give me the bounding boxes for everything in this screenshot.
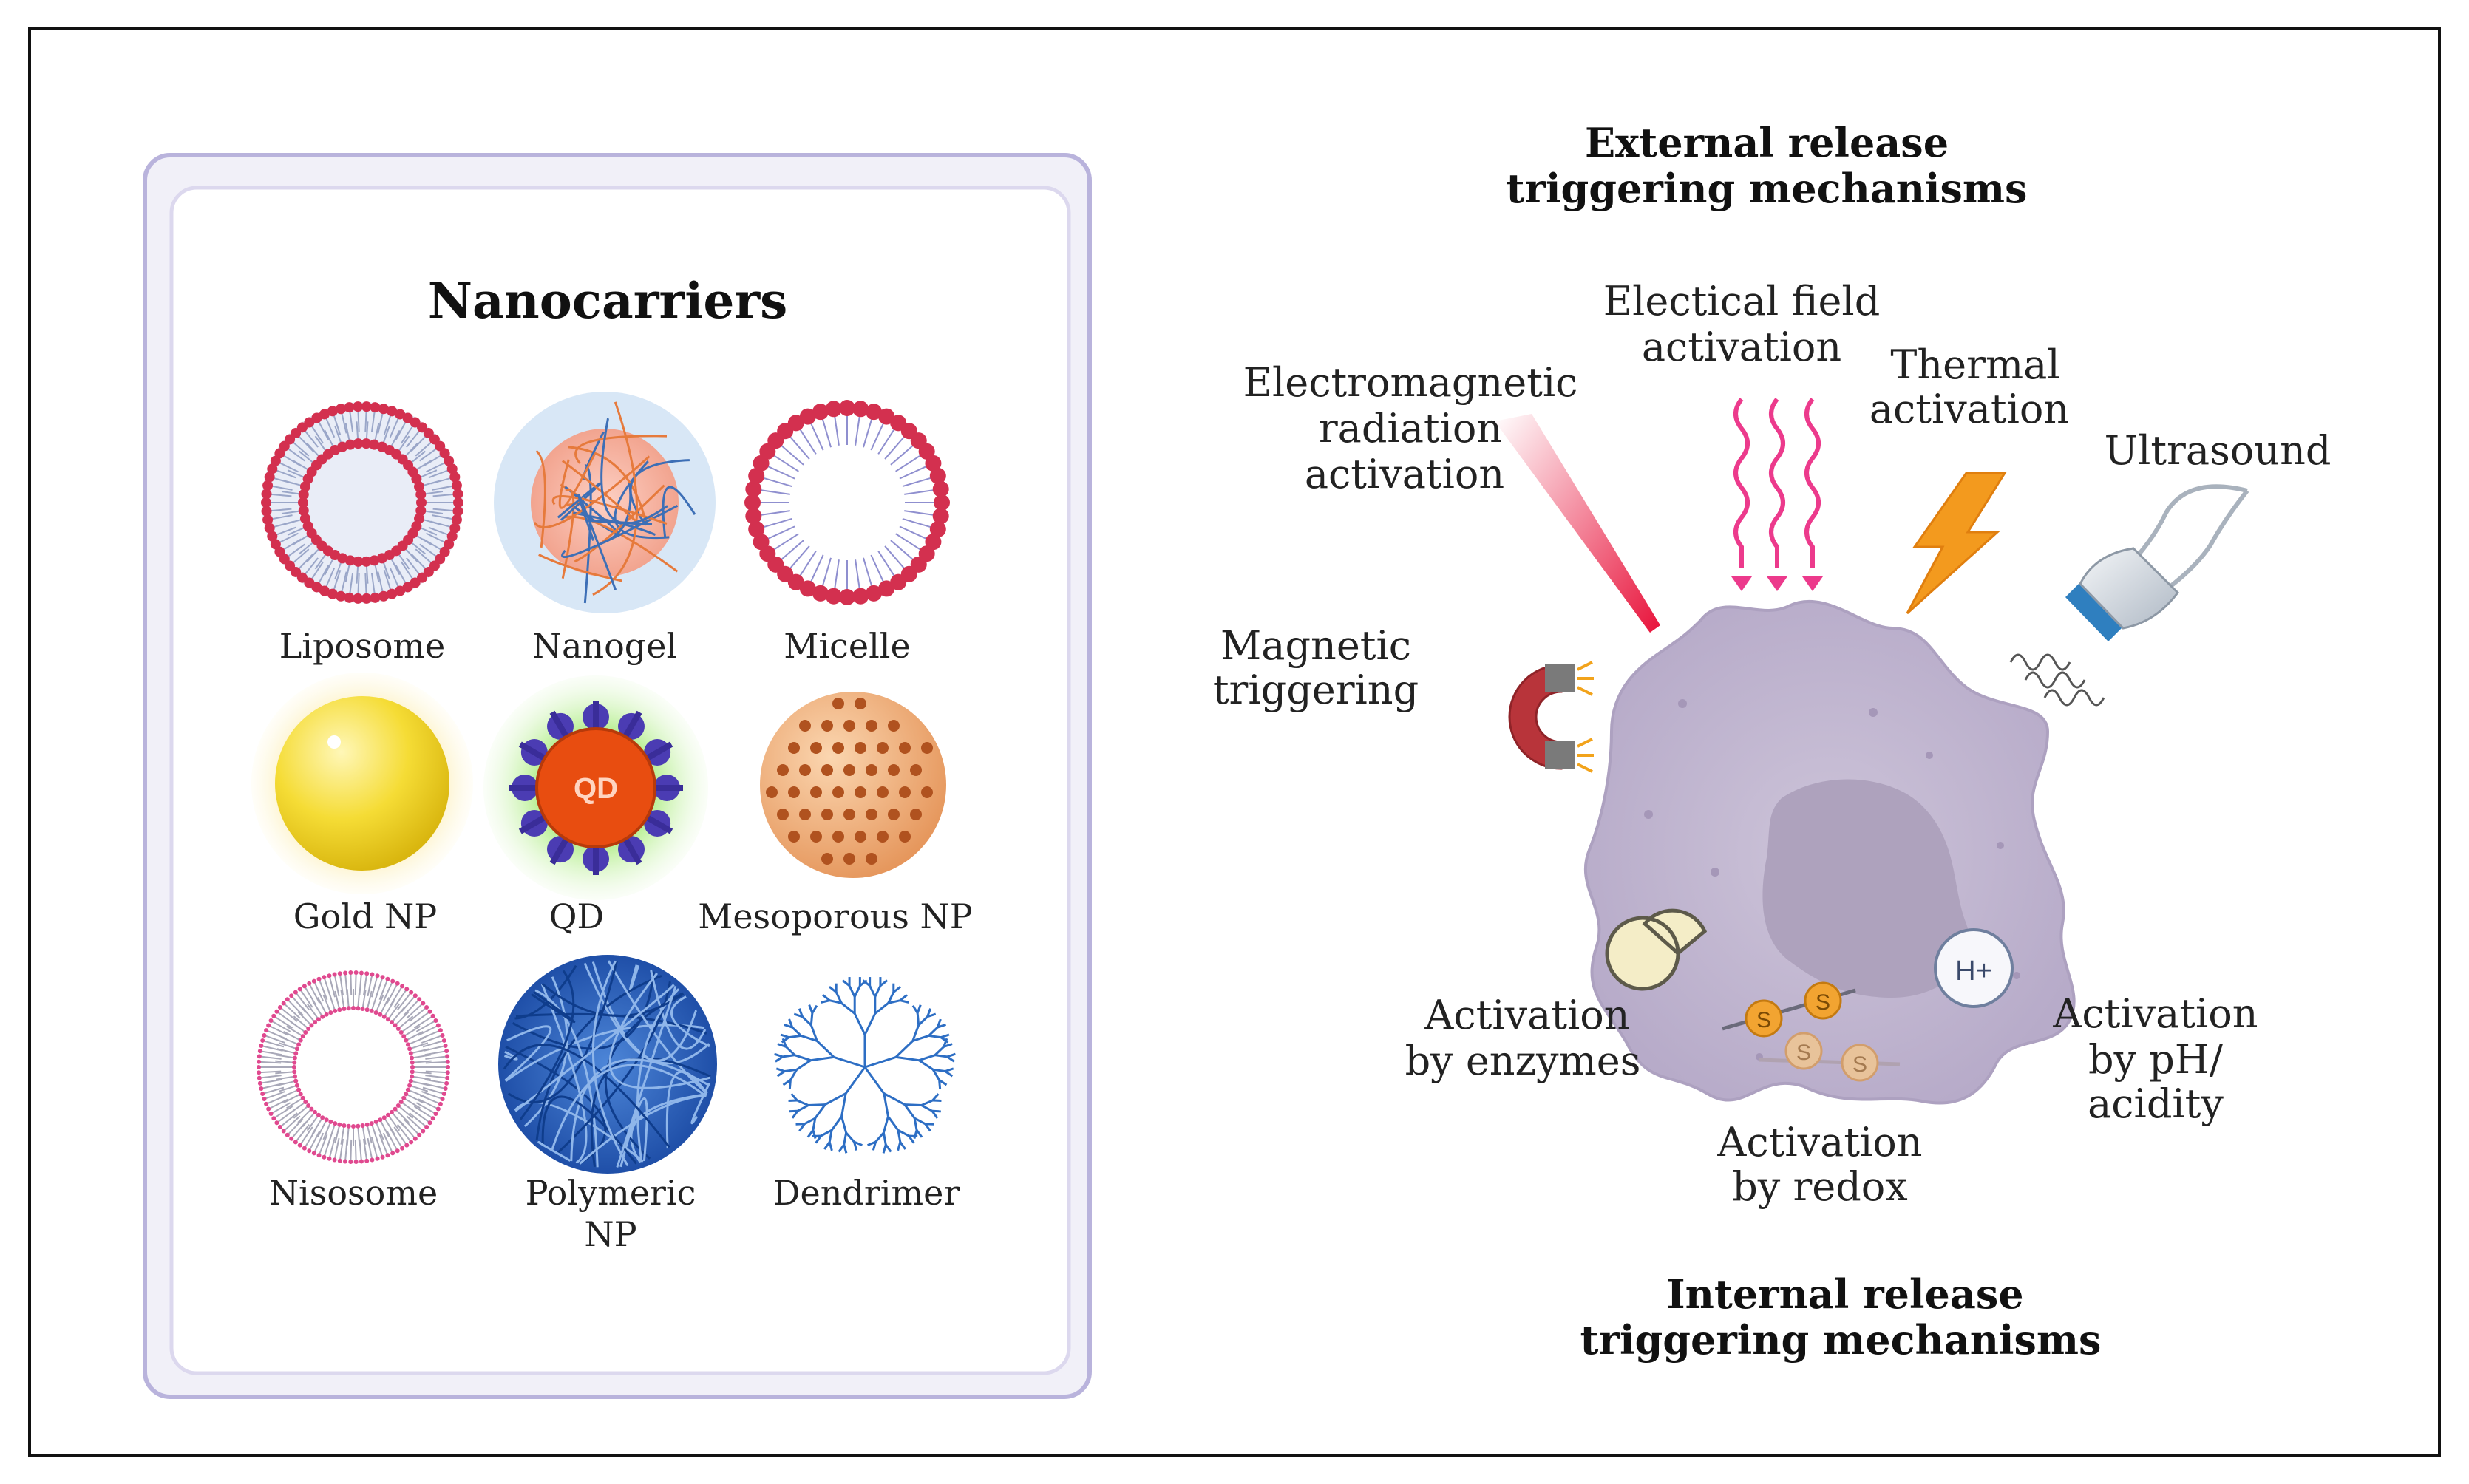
proton-icon: H+ bbox=[1934, 928, 2014, 1008]
thermal-label-line1: Thermal bbox=[1890, 341, 2059, 388]
liposome-illustration bbox=[261, 401, 463, 604]
carrier-label-liposome: Liposome bbox=[279, 626, 446, 666]
magnet-icon bbox=[1508, 664, 1575, 770]
thermal-lightning-icon bbox=[1906, 472, 2007, 615]
ultrasound-label: Ultrasound bbox=[2105, 427, 2332, 474]
carrier-label-dendrimer: Dendrimer bbox=[773, 1173, 960, 1213]
external-heading-line1: External release bbox=[1585, 119, 1949, 166]
magnetic-label-line1: Magnetic bbox=[1220, 622, 1411, 669]
gold-np-illustration bbox=[251, 673, 473, 894]
sulfur-label: S bbox=[1852, 1052, 1867, 1077]
enzyme-icon bbox=[1605, 908, 1708, 991]
carrier-label-polymeric-np: NP bbox=[584, 1214, 636, 1254]
em-label-line3: activation bbox=[1305, 451, 1504, 497]
em-radiation-beam bbox=[1495, 414, 1660, 633]
electric-field-arrowheads bbox=[1731, 576, 1823, 591]
ph-label-line2: by pH/ bbox=[2088, 1036, 2224, 1083]
electrical-label-line1: Electical field bbox=[1603, 278, 1881, 324]
qd-badge: QD bbox=[574, 772, 618, 805]
magnet-sparks bbox=[1577, 661, 1594, 773]
internal-heading-line2: triggering mechanisms bbox=[1580, 1316, 2102, 1364]
carrier-label-micelle: Micelle bbox=[784, 626, 910, 666]
em-label-line1: Electromagnetic bbox=[1243, 359, 1578, 406]
polymeric-np-illustration bbox=[498, 955, 717, 1174]
panel-title: Nanocarriers bbox=[428, 272, 788, 330]
ph-label-line3: acidity bbox=[2088, 1080, 2224, 1127]
carrier-label-nisosome: Nisosome bbox=[269, 1173, 438, 1213]
redox-label-line1: Activation bbox=[1716, 1119, 1922, 1165]
enzymes-label-line1: Activation bbox=[1424, 992, 1629, 1038]
cell-nucleus bbox=[1762, 779, 1969, 998]
carrier-label-mesoporous-np: Mesoporous NP bbox=[698, 896, 973, 936]
internal-heading-line1: Internal release bbox=[1666, 1270, 2023, 1318]
ph-label-line1: Activation bbox=[2052, 990, 2258, 1037]
nanogel-illustration bbox=[494, 392, 716, 613]
electric-field-arrows bbox=[1733, 398, 1821, 568]
magnetic-label-line2: triggering bbox=[1213, 667, 1419, 713]
carrier-label-qd: QD bbox=[549, 896, 605, 936]
carrier-label-gold-np: Gold NP bbox=[293, 896, 437, 936]
cell-specks bbox=[1644, 699, 2020, 1061]
micelle-illustration bbox=[744, 400, 950, 605]
thermal-label-line2: activation bbox=[1869, 386, 2069, 432]
ultrasound-waves bbox=[2009, 653, 2105, 707]
proton-label: H+ bbox=[1955, 956, 1992, 987]
carrier-label-nanogel: Nanogel bbox=[532, 626, 677, 666]
carrier-label-polymeric: Polymeric bbox=[526, 1173, 696, 1213]
enzymes-label-line2: by enzymes bbox=[1405, 1038, 1641, 1084]
external-heading-line2: triggering mechanisms bbox=[1507, 165, 2028, 212]
quantum-dot-illustration: QD bbox=[483, 675, 708, 900]
dendrimer-illustration bbox=[774, 977, 956, 1154]
electrical-label-line2: activation bbox=[1642, 324, 1841, 370]
ultrasound-probe-icon bbox=[2065, 484, 2249, 641]
disulfide-bonds: S S S S bbox=[1722, 981, 1901, 1082]
nisosome-illustration bbox=[257, 970, 450, 1164]
mesoporous-np-illustration bbox=[760, 692, 946, 878]
sulfur-label: S bbox=[1756, 1008, 1771, 1032]
redox-label-line2: by redox bbox=[1732, 1163, 1908, 1210]
sulfur-label: S bbox=[1816, 990, 1830, 1015]
sulfur-label: S bbox=[1796, 1041, 1811, 1065]
em-label-line2: radiation bbox=[1319, 405, 1502, 452]
